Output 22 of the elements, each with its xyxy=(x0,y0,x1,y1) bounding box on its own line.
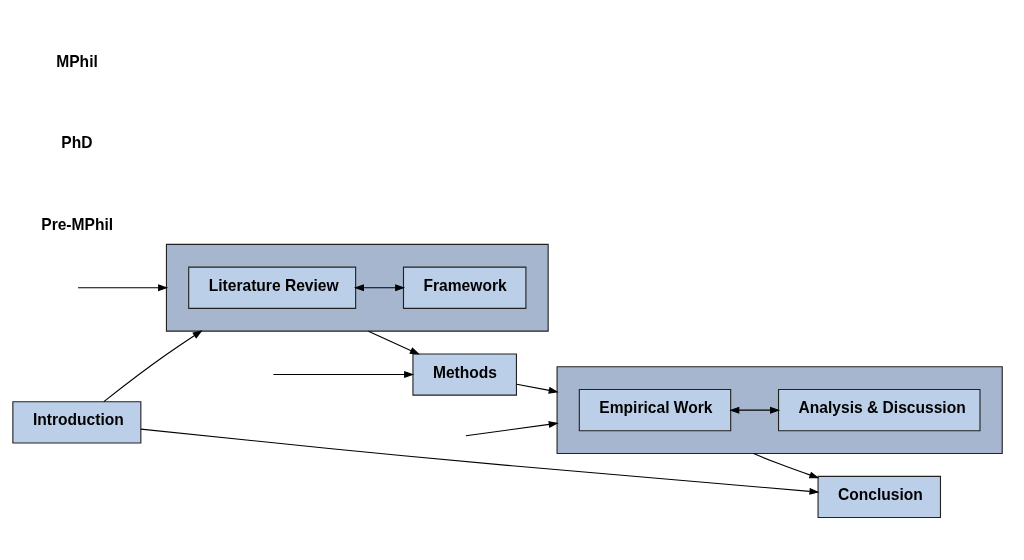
label: Pre-MPhil xyxy=(41,215,114,233)
node-box: Analysis & Discussion xyxy=(778,388,981,431)
arrow xyxy=(729,406,781,414)
cluster xyxy=(556,365,1003,454)
node-box: Conclusion xyxy=(817,475,942,518)
node-box: Introduction xyxy=(12,400,142,444)
arrow xyxy=(465,420,559,436)
arrow xyxy=(752,452,820,478)
node-box: Literature Review xyxy=(188,266,357,309)
node-box: Empirical Work xyxy=(578,388,732,431)
arrow xyxy=(353,283,406,291)
arrow xyxy=(140,428,820,495)
arrow xyxy=(103,329,203,402)
arrow xyxy=(367,330,420,355)
node-box: Methods xyxy=(412,352,517,396)
arrow xyxy=(272,370,415,378)
label: MPhil xyxy=(56,52,98,70)
cluster xyxy=(165,243,549,332)
node-box: Framework xyxy=(402,266,527,309)
arrow xyxy=(516,383,559,394)
label: PhD xyxy=(61,133,93,151)
arrow xyxy=(77,283,169,291)
